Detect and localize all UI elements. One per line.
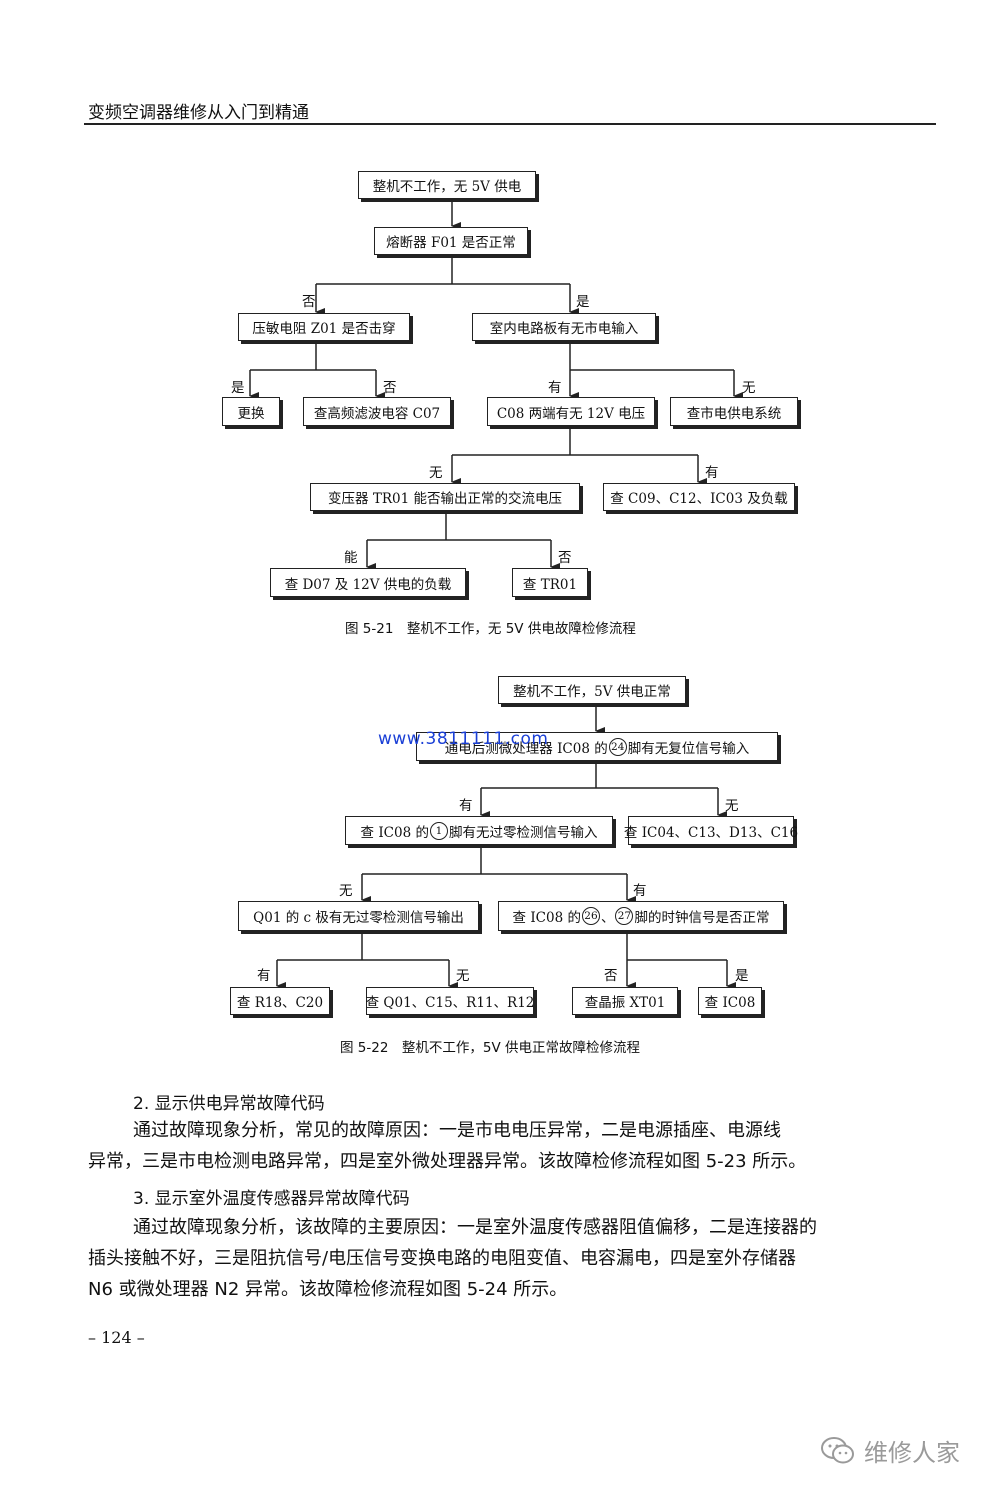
label-yes: 是: [231, 380, 245, 396]
box-check-c07: 查高频滤波电容 C07: [303, 397, 451, 426]
pin-circle: 1: [429, 821, 448, 840]
label-none: 无: [339, 883, 353, 899]
paragraph-line: 插头接触不好，三是阻抗信号/电压信号变换电路的电阻变值、电容漏电，四是室外存储器: [88, 1248, 797, 1269]
brand-watermark: 维修人家: [820, 1433, 960, 1468]
box-check-mains: 查市电供电系统: [670, 397, 798, 426]
box-check-c09-c12-ic03: 查 C09、C12、IC03 及负载: [603, 483, 795, 511]
box-check-tr01: 查 TR01: [512, 568, 588, 597]
running-header-title: 变频空调器维修从入门到精通: [88, 103, 309, 123]
page-number: – 124 –: [88, 1328, 145, 1347]
wechat-icon: [821, 1436, 854, 1463]
paragraph-line: N6 或微处理器 N2 异常。该故障检修流程如图 5-24 所示。: [88, 1279, 568, 1300]
brand-name: 维修人家: [864, 1439, 960, 1467]
box-replace: 更换: [222, 397, 280, 426]
box-indoor-board-mains: 室内电路板有无市电输入: [472, 313, 656, 341]
pin-circle: 24: [608, 737, 627, 756]
label-yes: 是: [735, 968, 749, 984]
pin-circle: 26: [581, 907, 600, 925]
box-check-xt01: 查晶振 XT01: [572, 987, 678, 1015]
box-check-ic08: 查 IC08: [698, 987, 762, 1015]
label-no: 否: [302, 294, 316, 310]
figure-caption-5-21: 图 5-21 整机不工作，无 5V 供电故障检修流程: [345, 621, 636, 637]
watermark-url: www.3811111.com: [378, 729, 549, 749]
label-have: 有: [705, 465, 719, 481]
label-none: 无: [742, 380, 756, 396]
label-no: 否: [604, 968, 618, 984]
box-check-d07: 查 D07 及 12V 供电的负载: [270, 568, 466, 597]
box-check-ic04: 查 IC04、C13、D13、C16: [624, 816, 798, 845]
label-can: 能: [344, 550, 358, 566]
box-fuse-f01: 熔断器 F01 是否正常: [374, 227, 528, 255]
label-have: 有: [459, 798, 473, 814]
label-none: 无: [456, 968, 470, 984]
box-c08-12v: C08 两端有无 12V 电压: [487, 397, 655, 426]
text-clock-post: 脚的时钟信号是否正常: [634, 910, 770, 926]
box-tr01-output: 变压器 TR01 能否输出正常的交流电压: [310, 483, 580, 511]
box-varistor-z01: 压敏电阻 Z01 是否击穿: [238, 313, 410, 341]
text-clock-sep: 、: [600, 910, 615, 926]
label-have: 有: [257, 968, 271, 984]
box-q01-zero-cross: Q01 的 c 极有无过零检测信号输出: [238, 901, 479, 931]
label-have: 有: [548, 380, 562, 396]
label-yes: 是: [576, 294, 590, 310]
pin-circle: 27: [615, 907, 634, 925]
header-rule: [84, 123, 936, 125]
label-no: 否: [558, 550, 572, 566]
paragraph-line: 通过故障现象分析，该故障的主要原因：一是室外温度传感器阻值偏移，二是连接器的: [133, 1217, 817, 1238]
paragraph-line: 异常，三是市电检测电路异常，四是室外微处理器异常。该故障检修流程如图 5-23 …: [88, 1151, 807, 1172]
text-zero-pre: 查 IC08 的: [360, 824, 429, 841]
figure-caption-5-22: 图 5-22 整机不工作，5V 供电正常故障检修流程: [340, 1040, 641, 1056]
section-heading-2: 2. 显示供电异常故障代码: [133, 1094, 325, 1114]
paragraph-line: 通过故障现象分析，常见的故障原因：一是市电电压异常，二是电源插座、电源线: [133, 1120, 781, 1141]
label-no: 否: [383, 380, 397, 396]
text-reset-pre: 通电后测微处理器 IC08 的: [444, 740, 608, 757]
box-check-r18: 查 R18、C20: [230, 987, 330, 1015]
text-reset-post: 脚有无复位信号输入: [627, 740, 750, 757]
text-clock-pre: 查 IC08 的: [512, 910, 581, 926]
box-no-5v-supply: 整机不工作，无 5V 供电: [358, 171, 536, 199]
box-5v-normal: 整机不工作，5V 供电正常: [498, 676, 686, 704]
label-have: 有: [633, 883, 647, 899]
label-none: 无: [725, 798, 739, 814]
label-none: 无: [429, 465, 443, 481]
text-zero-post: 脚有无过零检测信号输入: [448, 824, 598, 841]
box-check-q01: 查 Q01、C15、R11、R12: [366, 987, 534, 1015]
section-heading-3: 3. 显示室外温度传感器异常故障代码: [133, 1189, 410, 1209]
